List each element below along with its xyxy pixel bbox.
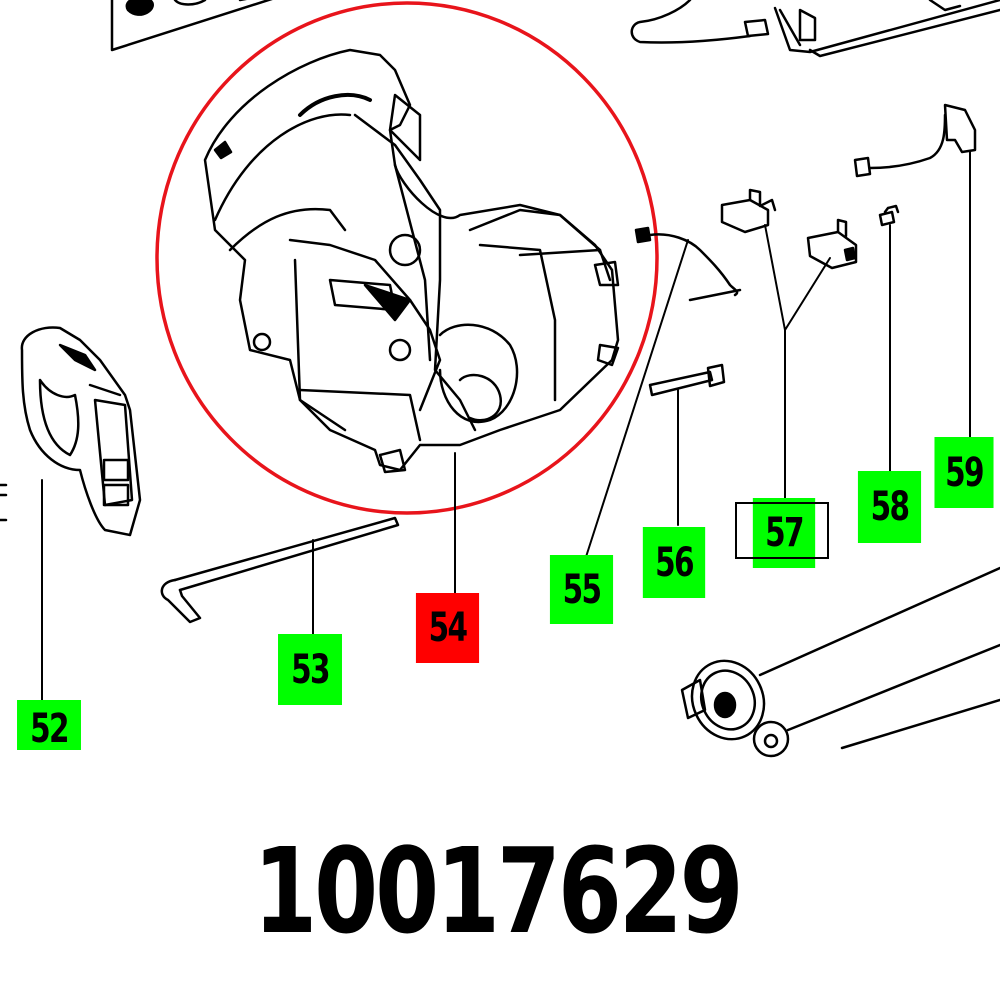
callout-58[interactable]: 58 (857, 471, 922, 543)
small-screw-icon (878, 204, 900, 227)
top-right-cable-icon (630, 0, 1000, 58)
bearing-flange-icon (680, 566, 1000, 758)
highlight-circle (155, 1, 659, 515)
callout-55-label: 55 (562, 566, 602, 613)
fan-guide-icon (0, 326, 142, 537)
callout-57-frame (735, 502, 829, 559)
callout-52[interactable]: 52 (17, 700, 81, 750)
cable-lead-icon (634, 226, 742, 302)
callout-55[interactable]: 55 (549, 555, 614, 624)
callout-57-label: 57 (765, 510, 804, 556)
callout-59[interactable]: 59 (934, 437, 994, 508)
callout-53[interactable]: 53 (278, 634, 342, 705)
hex-key-icon (160, 516, 400, 624)
motor-housing-icon (203, 48, 620, 474)
callout-56[interactable]: 56 (642, 527, 706, 598)
callout-52-label: 52 (30, 706, 69, 750)
callout-57[interactable]: 57 (752, 498, 816, 568)
callout-56-label: 56 (655, 539, 694, 586)
part-number: 10017629 (253, 822, 743, 960)
callout-58-label: 58 (870, 484, 910, 530)
carbon-brush-icon (720, 188, 858, 270)
callout-leader-lines (41, 151, 971, 701)
screw-icon (648, 363, 726, 397)
callout-54[interactable]: 54 (415, 593, 480, 663)
top-left-part-icon (110, 0, 273, 52)
callout-54-label: 54 (428, 605, 468, 651)
switch-cable-icon (853, 103, 977, 178)
callout-53-label: 53 (291, 646, 330, 693)
callout-59-label: 59 (945, 449, 984, 496)
